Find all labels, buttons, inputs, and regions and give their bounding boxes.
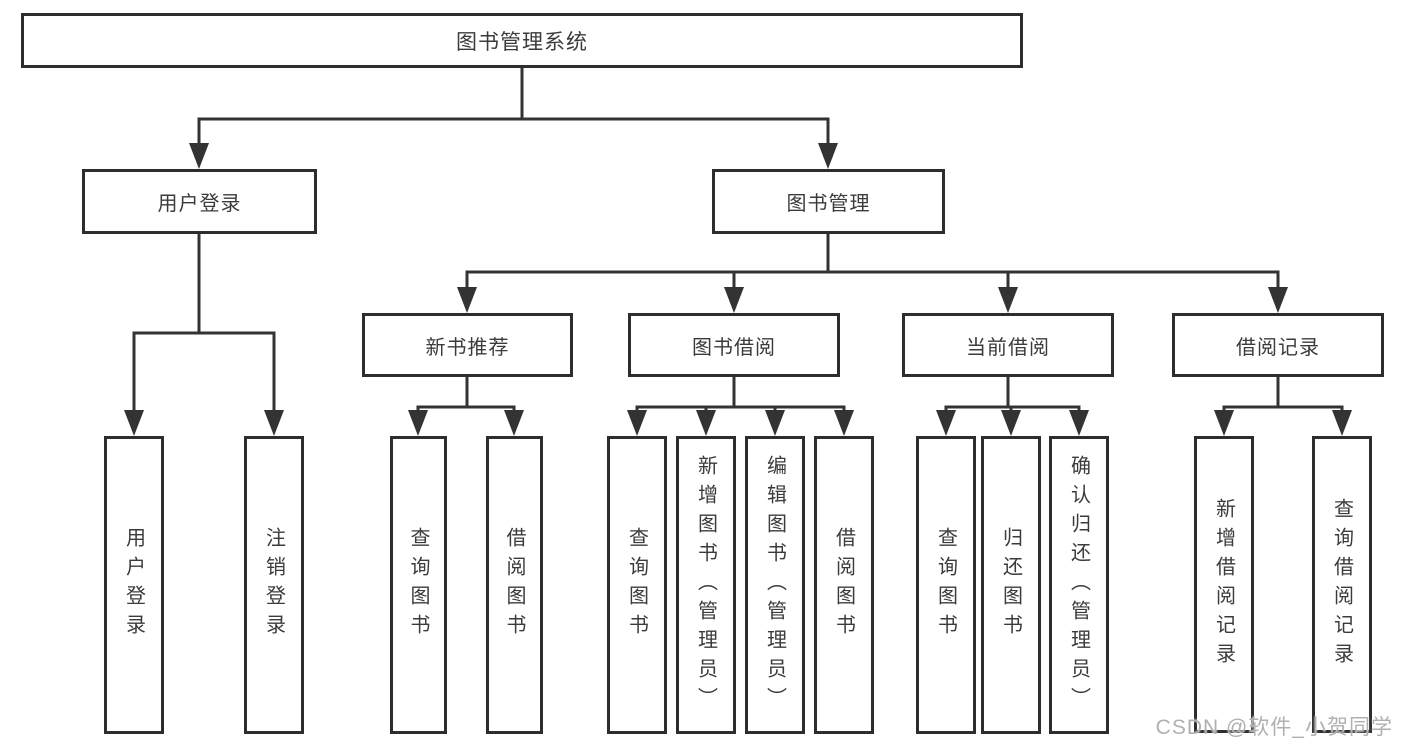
watermark-text: CSDN @软件_小贺同学 <box>1155 716 1393 739</box>
leaf-br-query-record: 查询借阅记录 <box>1312 436 1372 733</box>
node-book-borrow: 图书借阅 <box>628 313 840 377</box>
leaf-br-add-record: 新增借阅记录 <box>1194 436 1254 733</box>
leaf-cb-confirm-return-admin: 确认归还（管理员） <box>1049 436 1109 734</box>
connector-book-borrow-children <box>627 376 854 436</box>
leaf-user-login: 用户登录 <box>104 436 164 734</box>
leaf-bb-edit-books-admin: 编辑图书（管理员） <box>745 436 805 734</box>
connector-book-management-to-level3 <box>457 233 1288 313</box>
connector-current-borrow-children <box>936 376 1089 436</box>
leaf-bb-query-books: 查询图书 <box>607 436 667 734</box>
connector-borrow-records-children <box>1214 376 1352 436</box>
node-user-login: 用户登录 <box>82 169 317 234</box>
leaf-cb-query-books: 查询图书 <box>916 436 976 734</box>
node-book-management: 图书管理 <box>712 169 945 234</box>
leaf-bb-borrow-books: 借阅图书 <box>814 436 874 734</box>
connector-user-login-children <box>124 232 284 436</box>
connector-root-to-level2 <box>189 66 838 169</box>
node-borrow-records: 借阅记录 <box>1172 313 1384 377</box>
node-current-borrow: 当前借阅 <box>902 313 1114 377</box>
node-new-book-recommend: 新书推荐 <box>362 313 573 377</box>
leaf-cb-return-books: 归还图书 <box>981 436 1041 734</box>
root-node: 图书管理系统 <box>21 13 1023 68</box>
leaf-nb-query-books: 查询图书 <box>390 436 447 734</box>
leaf-nb-borrow-books: 借阅图书 <box>486 436 543 734</box>
connector-new-book-recommend-children <box>408 376 524 436</box>
leaf-logout: 注销登录 <box>244 436 304 734</box>
leaf-bb-add-books-admin: 新增图书（管理员） <box>676 436 736 734</box>
